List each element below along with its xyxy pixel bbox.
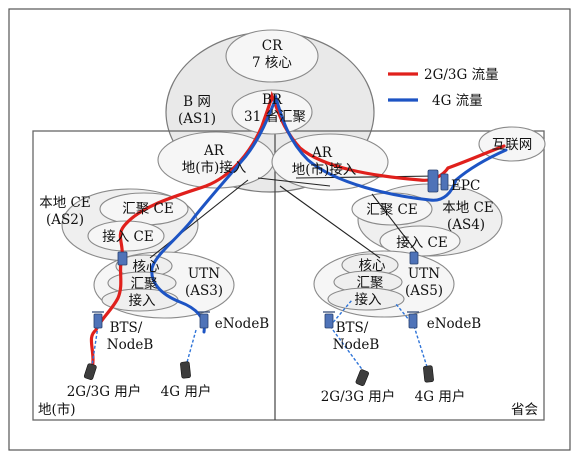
epc-label: EPC: [451, 178, 480, 194]
router-icon-access-ce-right: [409, 251, 419, 265]
phone-icon-4g-left: [180, 361, 191, 379]
base-station-icon-enodeb-left: [198, 311, 210, 329]
link-enodeb-right-user: [413, 325, 429, 371]
red-traffic-path: [89, 91, 450, 373]
link-ar-access-right: [371, 193, 419, 255]
red-traffic-internet: [446, 144, 506, 170]
bts-right-label-2: NodeB: [333, 337, 380, 353]
utn-left-label-2: (AS3): [185, 283, 223, 299]
local-ce-right-label-2: (AS4): [447, 217, 485, 233]
base-station-icon-bts-left: [92, 311, 104, 329]
bts-left-label-1: BTS/: [110, 320, 143, 336]
region-province-label: 省会: [511, 402, 538, 418]
legend-blue-label: 4G 流量: [432, 93, 483, 109]
agg-ce-right-label: 汇聚 CE: [366, 202, 417, 218]
utn-left-core-label: 核心: [133, 259, 160, 275]
bnet-label-1: B 网: [183, 94, 211, 110]
router-icon-epc: [427, 169, 449, 193]
blue-traffic-path: [150, 93, 508, 334]
cr-label-1: CR: [262, 38, 283, 54]
local-ce-left-label-2: (AS2): [46, 212, 84, 228]
utn-right-core-label: 核心: [359, 258, 386, 274]
access-ce-right-label: 接入 CE: [396, 234, 447, 251]
access-ce-left-ellipse: [87, 220, 165, 252]
local-ce-left-label-1: 本地 CE: [39, 195, 90, 211]
internet-label: 互联网: [492, 137, 533, 153]
agg-ce-left-label: 汇聚 CE: [122, 201, 173, 217]
link-ar-ar: [257, 177, 331, 187]
link-ar-utn-left: [149, 179, 249, 259]
link-bts-left-user: [91, 325, 99, 367]
user-23g-right-label: 2G/3G 用户: [321, 388, 396, 405]
utn-left-agg-label: 汇聚: [131, 276, 158, 292]
utn-right-access: [327, 287, 405, 311]
utn-right-label-1: UTN: [408, 266, 440, 282]
ar-right-label-1: AR: [311, 145, 333, 161]
access-ce-left-label: 接入 CE: [102, 228, 153, 245]
phone-icon-23g-left: [83, 363, 97, 380]
local-ce-right-label-1: 本地 CE: [442, 200, 493, 216]
utn-right-access-label: 接入: [355, 291, 382, 308]
user-4g-left-label: 4G 用户: [161, 383, 212, 400]
phone-icon-23g-right: [355, 369, 369, 386]
bnet-label-2: (AS1): [178, 111, 216, 127]
base-station-icon-enodeb-right: [407, 311, 419, 329]
enodeb-right-label: eNodeB: [427, 316, 482, 332]
cr-label-2: 7 核心: [252, 55, 292, 71]
enodeb-left-label: eNodeB: [215, 316, 270, 332]
phone-icon-4g-right: [423, 365, 434, 383]
br-label-1: BR: [262, 92, 283, 108]
ar-left-label-1: AR: [203, 143, 225, 159]
br-ellipse: [231, 89, 313, 135]
link-bts-right-user: [329, 325, 365, 373]
link-ar-epc: [295, 175, 437, 179]
cr-ellipse: [225, 29, 319, 83]
user-23g-left-label: 2G/3G 用户: [67, 383, 142, 400]
user-4g-right-label: 4G 用户: [415, 388, 466, 405]
router-icon-access-ce-left: [117, 251, 128, 266]
link-enodeb-left-user: [185, 329, 197, 367]
utn-left-label-1: UTN: [188, 266, 220, 282]
link-bts-right-utn: [329, 299, 353, 327]
ar-right-label-2: 地(市)接入: [292, 161, 357, 178]
utn-right-agg-label: 汇聚: [357, 275, 384, 291]
internet-ellipse: [478, 126, 546, 162]
utn-right-label-2: (AS5): [405, 283, 443, 299]
utn-left-access-label: 接入: [129, 292, 156, 309]
base-station-icon-bts-right: [323, 311, 335, 329]
legend-red-label: 2G/3G 流量: [424, 67, 499, 83]
bts-right-label-1: BTS/: [336, 320, 369, 336]
outer-frame: [8, 8, 571, 451]
ar-left-label-2: 地(市)接入: [182, 159, 247, 176]
region-city-label: 地(市): [38, 401, 76, 418]
bts-left-label-2: NodeB: [107, 337, 154, 353]
link-ar-utn-right: [279, 185, 381, 259]
br-label-2: 31 省汇聚: [244, 109, 306, 125]
